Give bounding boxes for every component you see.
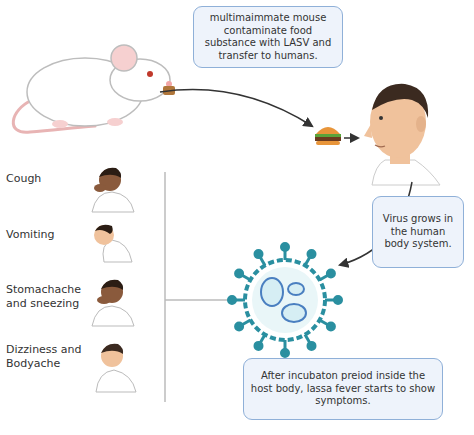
transfer-arrow [160, 90, 312, 126]
symptom-label: Stomachache and sneezing [6, 283, 91, 311]
callout-box: Virus grows in the human body system. [372, 196, 464, 268]
callout-text: multimaimmate mouse contaminate food sub… [200, 12, 336, 62]
bracket-line [165, 299, 232, 301]
symptom-label: Dizziness and Bodyache [6, 343, 91, 371]
eat-arrow [344, 137, 358, 139]
callout-body: After incubaton preiod inside the host b… [250, 370, 436, 408]
vomiting-person [94, 225, 132, 262]
symptom-label: Cough [6, 172, 86, 186]
virus-icon [229, 244, 342, 357]
callout-body: multimaimmate mouse contaminate food sub… [200, 12, 336, 62]
stomachache-person [92, 280, 134, 326]
callout-text: After incubaton preiod inside the host b… [250, 370, 436, 408]
burger-icon [315, 127, 341, 145]
callout-body: Virus grows in the human body system. [379, 213, 457, 251]
human-face [364, 84, 440, 185]
callout-box: After incubaton preiod inside the host b… [243, 358, 443, 420]
cough-person [92, 168, 134, 212]
symptom-label: Vomiting [6, 228, 86, 242]
mouse-illustration [13, 45, 175, 132]
bracket-line [164, 172, 166, 402]
callout-text: Virus grows in the human body system. [379, 213, 457, 251]
dizziness-person [96, 344, 136, 392]
callout-box: multimaimmate mouse contaminate food sub… [193, 6, 343, 68]
